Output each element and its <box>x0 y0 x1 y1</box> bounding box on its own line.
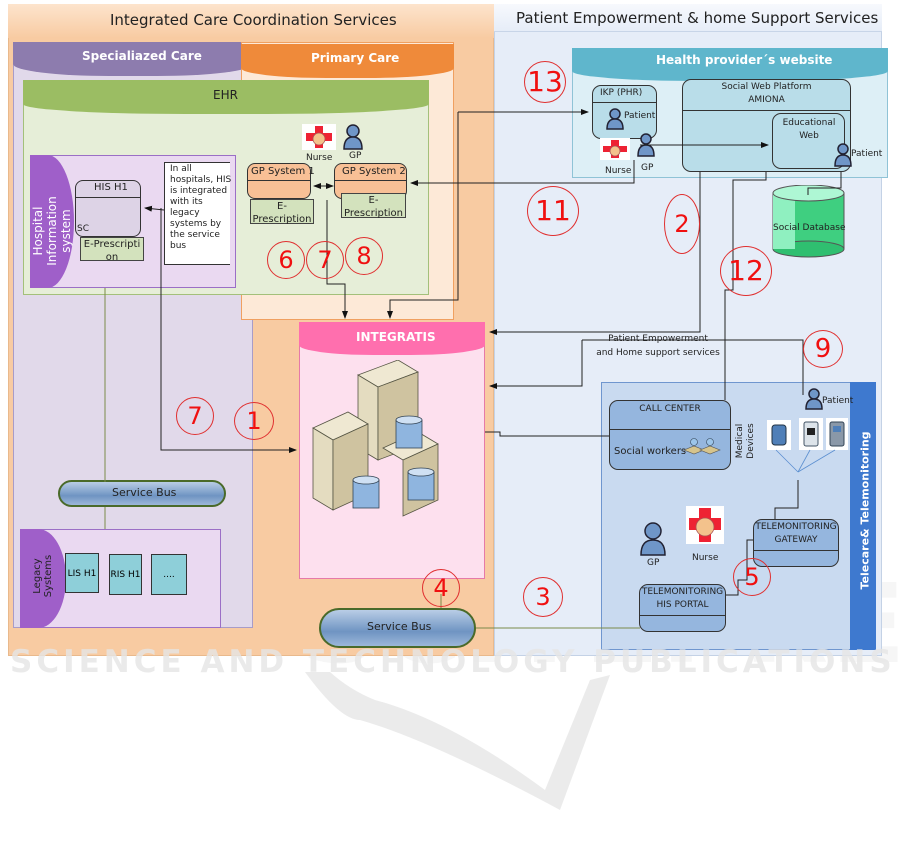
step-2: 2 <box>664 194 700 254</box>
legacy-side-strip <box>20 529 66 628</box>
legacy-item-more-label: .... <box>163 570 175 580</box>
social-workers-label: Social workers <box>614 446 687 457</box>
specialized-care-label: Specialiazed Care <box>82 49 202 63</box>
step-8: 8 <box>345 237 383 275</box>
service-bus-left[interactable] <box>58 480 226 507</box>
step-1: 1 <box>234 402 274 440</box>
website-gp-icon <box>637 133 655 161</box>
server-cluster-icon <box>308 359 458 520</box>
legacy-item-ris-label: RIS H1 <box>110 570 141 580</box>
website-header <box>572 48 888 81</box>
ikp-patient-icon <box>606 108 624 134</box>
step-3: 3 <box>523 577 563 617</box>
gateway-label-1: TELEMONITORING <box>755 522 837 532</box>
portal-label-1: TELEMONITORING <box>641 587 724 597</box>
telecare-patient-icon <box>805 388 823 414</box>
educational-web-label: Educational Web <box>782 118 836 141</box>
educational-web-box[interactable] <box>772 113 845 169</box>
patient-empowerment-title-bar <box>494 4 882 32</box>
portal-label-2: HIS PORTAL <box>656 600 709 610</box>
gp-system-2-label: GP System 2 <box>342 166 406 177</box>
integratis-label: INTEGRATIS <box>356 330 436 344</box>
service-bus-bottom-label: Service Bus <box>367 620 432 633</box>
his-side-strip <box>30 155 74 288</box>
call-center-box[interactable] <box>609 400 731 470</box>
gp-system-1-box[interactable] <box>247 163 311 199</box>
legacy-item-ris[interactable]: RIS H1 <box>109 554 142 595</box>
primary-care-header <box>241 44 454 78</box>
ehr-gp-label: GP <box>349 151 362 161</box>
integrated-care-title-bar <box>8 4 494 38</box>
telemonitoring-portal-box[interactable] <box>639 584 726 632</box>
step-4: 4 <box>422 569 460 607</box>
ikp-phr-label: IKP (PHR) <box>600 88 643 98</box>
legacy-item-lis[interactable]: LIS H1 <box>65 553 99 593</box>
educational-patient-icon <box>834 143 852 171</box>
integrated-care-title: Integrated Care Coordination Services <box>110 11 397 29</box>
telecare-gp-label: GP <box>647 558 660 568</box>
social-web-platform-label: Social Web Platform <box>721 82 812 92</box>
telecare-gp-icon <box>640 522 666 560</box>
website-header-label: Health provider´s website <box>656 53 833 67</box>
social-workers-icon <box>682 436 722 456</box>
gp-system-1-e-prescription[interactable]: E-Prescription <box>250 199 314 225</box>
telemonitoring-gateway-box[interactable] <box>753 519 839 567</box>
watermark-sub: SCIENCE AND TECHNOLOGY PUBLICATIONS <box>10 644 896 680</box>
step-9: 9 <box>803 330 843 368</box>
website-nurse-label: Nurse <box>605 166 632 176</box>
integratis-header <box>299 322 485 355</box>
his-note-box <box>164 162 230 265</box>
gp-system-1-label: GP System 1 <box>251 166 315 177</box>
specialized-care-header <box>13 42 253 76</box>
social-database-icon[interactable] <box>772 184 845 258</box>
his-h1-label: HIS H1 <box>94 182 128 193</box>
website-gp-label: GP <box>641 163 654 173</box>
medical-device-3-icon[interactable] <box>826 418 848 450</box>
his-e-prescription[interactable]: E-Prescription <box>80 237 144 263</box>
his-note-text: In all hospitals, HIS is integrated with… <box>170 164 232 251</box>
legacy-item-more[interactable]: .... <box>151 554 187 595</box>
call-center-label: CALL CENTER <box>639 404 701 414</box>
gateway-label-2: GATEWAY <box>774 535 818 545</box>
gp-person-icon <box>343 124 363 154</box>
his-h1-box[interactable] <box>75 180 141 237</box>
ikp-patient-label: Patient <box>624 111 656 121</box>
step-6: 6 <box>267 241 305 279</box>
medical-device-2-icon[interactable] <box>799 418 823 450</box>
pe-services-label-2: and Home support services <box>596 348 720 358</box>
patient-empowerment-title: Patient Empowerment & home Support Servi… <box>516 9 879 27</box>
pe-services-label-1: Patient Empowerment <box>608 334 708 344</box>
telecare-patient-label: Patient <box>822 396 854 406</box>
telecare-nurse-label: Nurse <box>692 553 719 563</box>
step-11: 11 <box>527 186 579 236</box>
website-nurse-icon <box>600 138 630 160</box>
social-database-label: Social Database <box>773 223 846 233</box>
gp-system-2-e-prescription[interactable]: E-Prescription <box>341 193 406 219</box>
educational-patient-label: Patient <box>851 149 883 159</box>
step-7-ehr: 7 <box>306 241 344 279</box>
ehr-nurse-label: Nurse <box>306 153 333 163</box>
ehr-label: EHR <box>213 88 238 102</box>
step-13: 13 <box>524 61 566 103</box>
service-bus-bottom[interactable] <box>319 608 476 648</box>
telecare-nurse-icon <box>686 506 724 544</box>
nurse-icon <box>302 124 336 150</box>
sc-label: SC <box>77 224 89 234</box>
ehr-header <box>23 80 429 114</box>
legacy-item-lis-label: LIS H1 <box>67 569 97 579</box>
step-7-his: 7 <box>176 397 214 435</box>
service-bus-left-label: Service Bus <box>112 486 177 499</box>
step-5: 5 <box>733 558 771 596</box>
telecare-strip <box>850 382 876 650</box>
step-12: 12 <box>720 246 772 296</box>
medical-device-1-icon[interactable] <box>767 420 791 450</box>
primary-care-label: Primary Care <box>311 51 400 65</box>
amiona-label: AMIONA <box>748 95 785 105</box>
